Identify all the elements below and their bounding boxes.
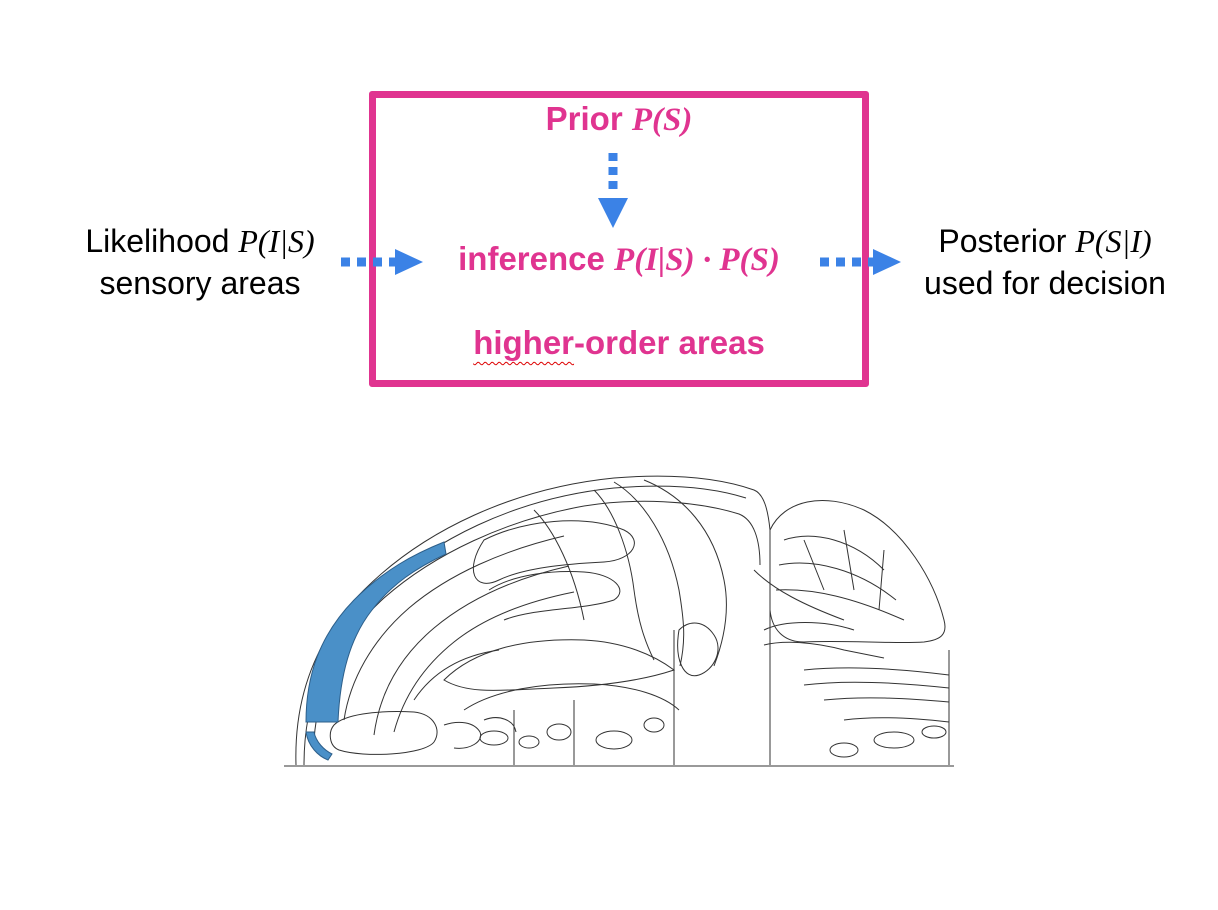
highlighted-cortical-region	[305, 541, 447, 723]
posterior-block: Posterior P(S|I) used for decision	[895, 220, 1195, 304]
likelihood-formula: P(I|S)	[238, 223, 315, 259]
sensory-areas-label: sensory areas	[99, 265, 301, 301]
dotted-arrow-right-icon	[820, 249, 901, 275]
likelihood-block: Likelihood P(I|S) sensory areas	[40, 220, 360, 304]
prior-formula: P(S)	[631, 102, 693, 138]
inference-formula: P(I|S) · P(S)	[614, 242, 780, 278]
decision-label: used for decision	[924, 265, 1166, 301]
prior-label: Prior	[545, 100, 623, 137]
posterior-label: Posterior	[938, 223, 1067, 259]
dotted-arrow-right-icon	[341, 249, 423, 275]
higher-order-areas-label: higher-order areas	[369, 324, 869, 362]
order-areas-word: -order areas	[574, 324, 765, 361]
dotted-arrow-down-icon	[598, 153, 628, 228]
brain-section-illustration	[284, 475, 954, 767]
highlighted-cortical-tail	[305, 731, 333, 761]
prior-title: Prior P(S)	[369, 100, 869, 139]
posterior-formula: P(S|I)	[1075, 223, 1152, 259]
likelihood-line: Likelihood P(I|S)	[40, 220, 360, 262]
higher-order-areas-box	[369, 91, 869, 387]
likelihood-label: Likelihood	[85, 223, 230, 259]
arrows-layer	[341, 153, 901, 275]
higher-word: higher	[473, 324, 575, 361]
posterior-line: Posterior P(S|I)	[895, 220, 1195, 262]
inference-label: inference	[458, 240, 605, 277]
inference-title: inference P(I|S) · P(S)	[369, 240, 869, 279]
